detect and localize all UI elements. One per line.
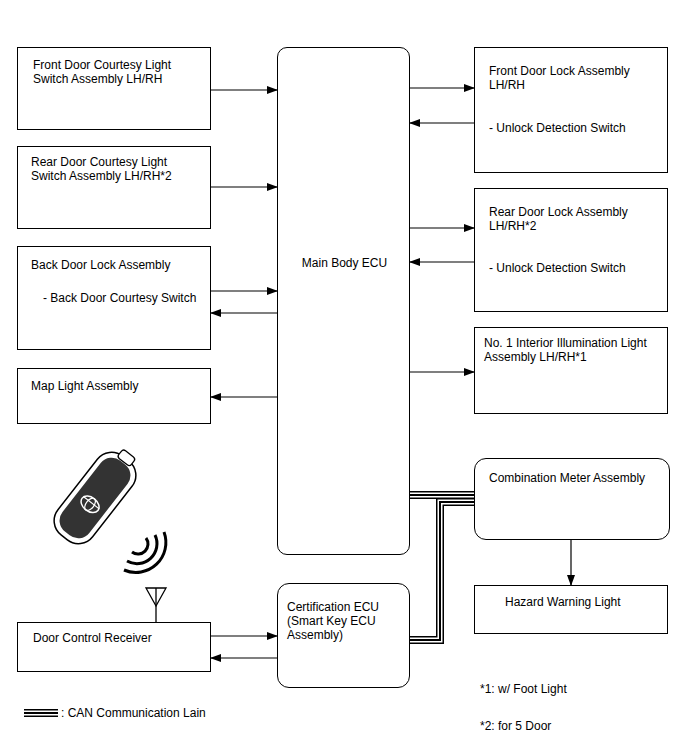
light-box: Map Light Assembly — [17, 368, 211, 424]
signal-arrow — [410, 372, 474, 373]
node-title: Certification ECU (Smart Key ECU Assembl… — [287, 600, 402, 642]
signal-arrow — [410, 262, 474, 263]
node-title: No. 1 Interior Illumination Light Assemb… — [484, 336, 666, 364]
node-title: Main Body ECU — [282, 256, 407, 270]
lock-box: Back Door Lock Assembly - Back Door Court… — [17, 246, 211, 350]
signal-arrow — [571, 540, 572, 585]
antenna-symbol — [146, 588, 166, 622]
signal-arrow — [211, 187, 277, 188]
footnote: *1: w/ Foot Light — [480, 682, 567, 696]
radio-waves — [124, 532, 166, 572]
meter-box: Combination Meter Assembly — [474, 458, 670, 540]
switch-box: Front Door Courtesy Light Switch Assembl… — [17, 47, 211, 130]
key-fob — [47, 440, 147, 551]
signal-arrow — [211, 291, 277, 292]
ecu-box: Certification ECU (Smart Key ECU Assembl… — [277, 583, 410, 688]
lock-box: Rear Door Lock Assembly LH/RH*2 - Unlock … — [474, 188, 668, 312]
node-title: Front Door Lock Assembly LH/RH — [489, 64, 639, 92]
signal-arrow — [211, 90, 277, 91]
node-title: Front Door Courtesy Light Switch Assembl… — [33, 58, 198, 86]
node-title: Door Control Receiver — [33, 631, 208, 645]
signal-arrow — [211, 397, 277, 398]
node-subtext: - Unlock Detection Switch — [489, 261, 664, 275]
legend-text: : CAN Communication Lain — [61, 706, 206, 720]
node-title: Hazard Warning Light — [505, 595, 665, 609]
legend-line — [24, 713, 58, 714]
signal-arrow — [211, 636, 277, 637]
signal-arrow — [410, 228, 474, 229]
signal-arrow — [211, 658, 277, 659]
footnote: *2: for 5 Door — [480, 719, 551, 733]
signal-arrow — [410, 88, 474, 89]
node-title: Rear Door Lock Assembly LH/RH*2 — [489, 205, 639, 233]
node-title: Map Light Assembly — [31, 379, 206, 393]
light-box: No. 1 Interior Illumination Light Assemb… — [474, 327, 668, 414]
ecu-box: Main Body ECU — [277, 47, 410, 555]
node-subtext: - Unlock Detection Switch — [489, 121, 664, 135]
signal-arrow — [211, 313, 277, 314]
receiver-box: Door Control Receiver — [17, 622, 211, 672]
signal-arrow — [410, 123, 474, 124]
node-title: Back Door Lock Assembly — [31, 258, 206, 272]
can-bus-line — [410, 502, 474, 640]
switch-box: Rear Door Courtesy Light Switch Assembly… — [17, 146, 211, 229]
node-subtext: - Back Door Courtesy Switch — [43, 291, 208, 305]
can-bus-line — [410, 495, 474, 496]
node-title: Rear Door Courtesy Light Switch Assembly… — [31, 155, 196, 183]
light-box: Hazard Warning Light — [474, 585, 668, 634]
node-title: Combination Meter Assembly — [489, 471, 667, 485]
lock-box: Front Door Lock Assembly LH/RH - Unlock D… — [474, 47, 668, 173]
